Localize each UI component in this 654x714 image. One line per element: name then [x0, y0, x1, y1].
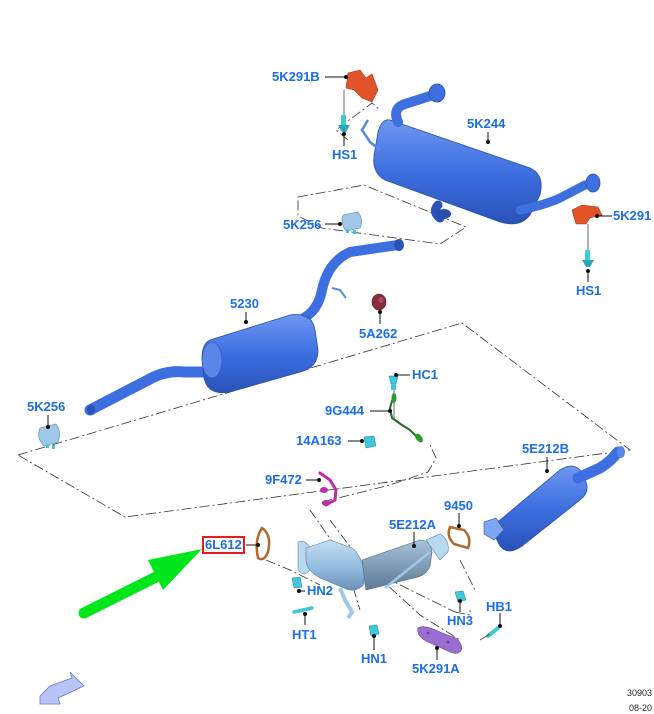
callout-HC1[interactable]: HC1: [412, 367, 439, 382]
bolt-HB1[interactable]: [479, 626, 500, 641]
nav-back-arrow-icon[interactable]: [39, 671, 85, 705]
hanger-5K291A[interactable]: [417, 626, 463, 654]
callout-HN3[interactable]: HN3: [447, 613, 474, 628]
callout-5E212B[interactable]: 5E212B: [522, 441, 569, 456]
clamp-5K256-left[interactable]: [38, 423, 60, 449]
callout-5A262[interactable]: 5A262: [359, 326, 398, 341]
intermediate-muffler-5230[interactable]: [84, 239, 404, 416]
callout-5K291A[interactable]: 5K291A: [412, 661, 460, 676]
gasket-9450[interactable]: [447, 525, 471, 550]
callout-14A163[interactable]: 14A163: [296, 433, 342, 448]
stud-HT1[interactable]: [292, 606, 314, 614]
callout-5230[interactable]: 5230: [230, 296, 259, 311]
nut-HN3[interactable]: [454, 590, 467, 603]
illustration-code: 30903: [627, 688, 653, 698]
catalytic-converter-5E212A[interactable]: [297, 533, 449, 620]
illustration-date: 08-20: [629, 703, 653, 713]
bracket-5K291B[interactable]: [345, 69, 379, 103]
sensor-9G444[interactable]: [388, 393, 425, 444]
callout-HN2[interactable]: HN2: [307, 583, 334, 598]
clip-14A163[interactable]: [363, 435, 377, 449]
gasket-6L612[interactable]: [255, 526, 271, 561]
callout-HT1[interactable]: HT1: [292, 627, 317, 642]
callout-5K256-left[interactable]: 5K256: [27, 399, 66, 414]
callout-HN1[interactable]: HN1: [361, 651, 388, 666]
callout-5K256-top[interactable]: 5K256: [283, 217, 322, 232]
screw-HS1-right[interactable]: [582, 224, 594, 267]
screw-HS1-top[interactable]: [338, 90, 350, 132]
callout-6L612-highlighted[interactable]: 6L612: [202, 536, 245, 554]
callout-5K244[interactable]: 5K244: [467, 116, 506, 131]
nut-HN2[interactable]: [291, 576, 303, 589]
callout-HS1-right[interactable]: HS1: [576, 283, 602, 298]
insulator-5A262[interactable]: [371, 293, 387, 311]
callout-5E212A[interactable]: 5E212A: [389, 517, 436, 532]
callout-5K291B[interactable]: 5K291B: [272, 69, 320, 84]
nut-HN1[interactable]: [368, 624, 380, 637]
callout-HB1[interactable]: HB1: [486, 599, 513, 614]
rear-muffler-5K244[interactable]: [360, 83, 601, 225]
callout-5K291[interactable]: 5K291: [613, 208, 652, 223]
pointer-arrow: [78, 549, 202, 619]
callout-9450[interactable]: 9450: [444, 498, 473, 513]
callout-HS1-top[interactable]: HS1: [332, 147, 358, 162]
callout-9G444[interactable]: 9G444: [325, 403, 365, 418]
particulate-filter-5E212B[interactable]: [483, 446, 625, 552]
leader-lines: [46, 75, 612, 660]
callout-9F472[interactable]: 9F472: [265, 472, 302, 487]
clamp-5K256-top[interactable]: [341, 211, 362, 234]
sensor-9F472[interactable]: [318, 471, 338, 507]
